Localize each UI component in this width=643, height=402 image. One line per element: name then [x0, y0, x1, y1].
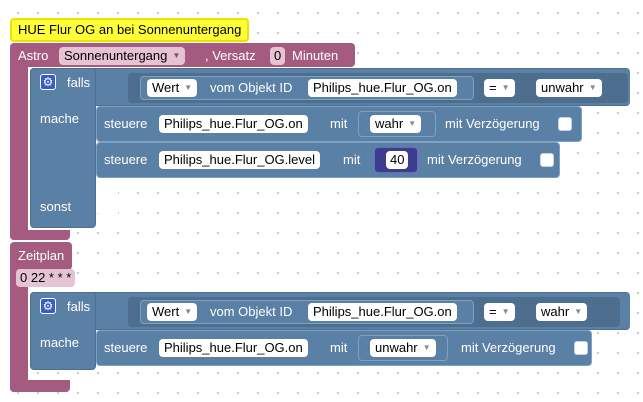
- if-sonst-label: sonst: [40, 199, 72, 214]
- dropdown-arrow-icon: ▼: [574, 307, 583, 316]
- delay-label: mit Verzögerung: [445, 116, 540, 131]
- object-id-label: vom Objekt ID: [210, 304, 293, 319]
- dropdown-arrow-icon: ▼: [408, 119, 417, 128]
- object-id-label: vom Objekt ID: [210, 80, 293, 95]
- if-mache-label: mache: [40, 335, 80, 350]
- offset-label: , Versatz: [205, 48, 256, 63]
- control-target-field[interactable]: Philips_hue.Flur_OG.level: [159, 151, 321, 169]
- block-comment[interactable]: HUE Flur OG an bei Sonnenuntergang: [10, 18, 250, 42]
- offset-input[interactable]: 0: [270, 47, 286, 65]
- gear-icon[interactable]: ⚙: [40, 298, 56, 314]
- mit-label: mit: [343, 152, 361, 167]
- delay-checkbox[interactable]: [574, 341, 588, 355]
- condition-value-dropdown[interactable]: unwahr▼: [536, 79, 602, 97]
- dropdown-arrow-icon: ▼: [184, 307, 193, 316]
- delay-label: mit Verzögerung: [427, 152, 522, 167]
- dropdown-arrow-icon: ▼: [501, 83, 510, 92]
- dropdown-arrow-icon: ▼: [184, 83, 193, 92]
- if-falls-label: falls: [67, 75, 91, 90]
- delay-checkbox[interactable]: [540, 153, 554, 167]
- object-id-field[interactable]: Philips_hue.Flur_OG.on: [308, 79, 457, 97]
- control-target-field[interactable]: Philips_hue.Flur_OG.on: [159, 339, 308, 357]
- wert-dropdown[interactable]: Wert▼: [147, 303, 198, 321]
- delay-checkbox[interactable]: [558, 117, 572, 131]
- control-statement-block[interactable]: [96, 106, 582, 142]
- mit-label: mit: [330, 116, 348, 131]
- delay-label: mit Verzögerung: [461, 340, 556, 355]
- if-falls-label: falls: [67, 299, 91, 314]
- control-target-field[interactable]: Philips_hue.Flur_OG.on: [159, 115, 308, 133]
- if-mache-label: mache: [40, 111, 80, 126]
- else-statement-slot[interactable]: [96, 190, 118, 214]
- control-number-input[interactable]: 40: [386, 151, 409, 169]
- astro-label: Astro: [18, 48, 49, 63]
- condition-value-dropdown[interactable]: wahr▼: [536, 303, 588, 321]
- control-value-dropdown[interactable]: wahr▼: [370, 115, 422, 133]
- astro-trigger-foot: [10, 230, 70, 240]
- dropdown-arrow-icon: ▼: [422, 343, 431, 352]
- cron-field[interactable]: 0 22 * * *: [16, 269, 76, 287]
- operator-dropdown[interactable]: =▼: [484, 303, 515, 321]
- schedule-trigger-spine: [10, 262, 28, 392]
- steuere-label: steuere: [104, 152, 148, 167]
- astro-event-dropdown[interactable]: Sonnenuntergang▼: [59, 47, 186, 65]
- dropdown-arrow-icon: ▼: [172, 51, 181, 60]
- schedule-label: Zeitplan: [18, 248, 65, 263]
- operator-dropdown[interactable]: =▼: [484, 79, 515, 97]
- if-block-1-spine: [30, 68, 96, 228]
- offset-unit-label: Minuten: [292, 48, 339, 63]
- schedule-trigger-foot: [10, 380, 70, 392]
- steuere-label: steuere: [104, 116, 148, 131]
- control-statement-block[interactable]: [96, 142, 560, 178]
- dropdown-arrow-icon: ▼: [501, 307, 510, 316]
- dropdown-arrow-icon: ▼: [588, 83, 597, 92]
- control-value-dropdown[interactable]: unwahr▼: [370, 339, 436, 357]
- object-id-field[interactable]: Philips_hue.Flur_OG.on: [308, 303, 457, 321]
- wert-dropdown[interactable]: Wert▼: [147, 79, 198, 97]
- mit-label: mit: [330, 340, 348, 355]
- gear-icon[interactable]: ⚙: [40, 74, 56, 90]
- steuere-label: steuere: [104, 340, 148, 355]
- astro-trigger-spine: [10, 60, 28, 240]
